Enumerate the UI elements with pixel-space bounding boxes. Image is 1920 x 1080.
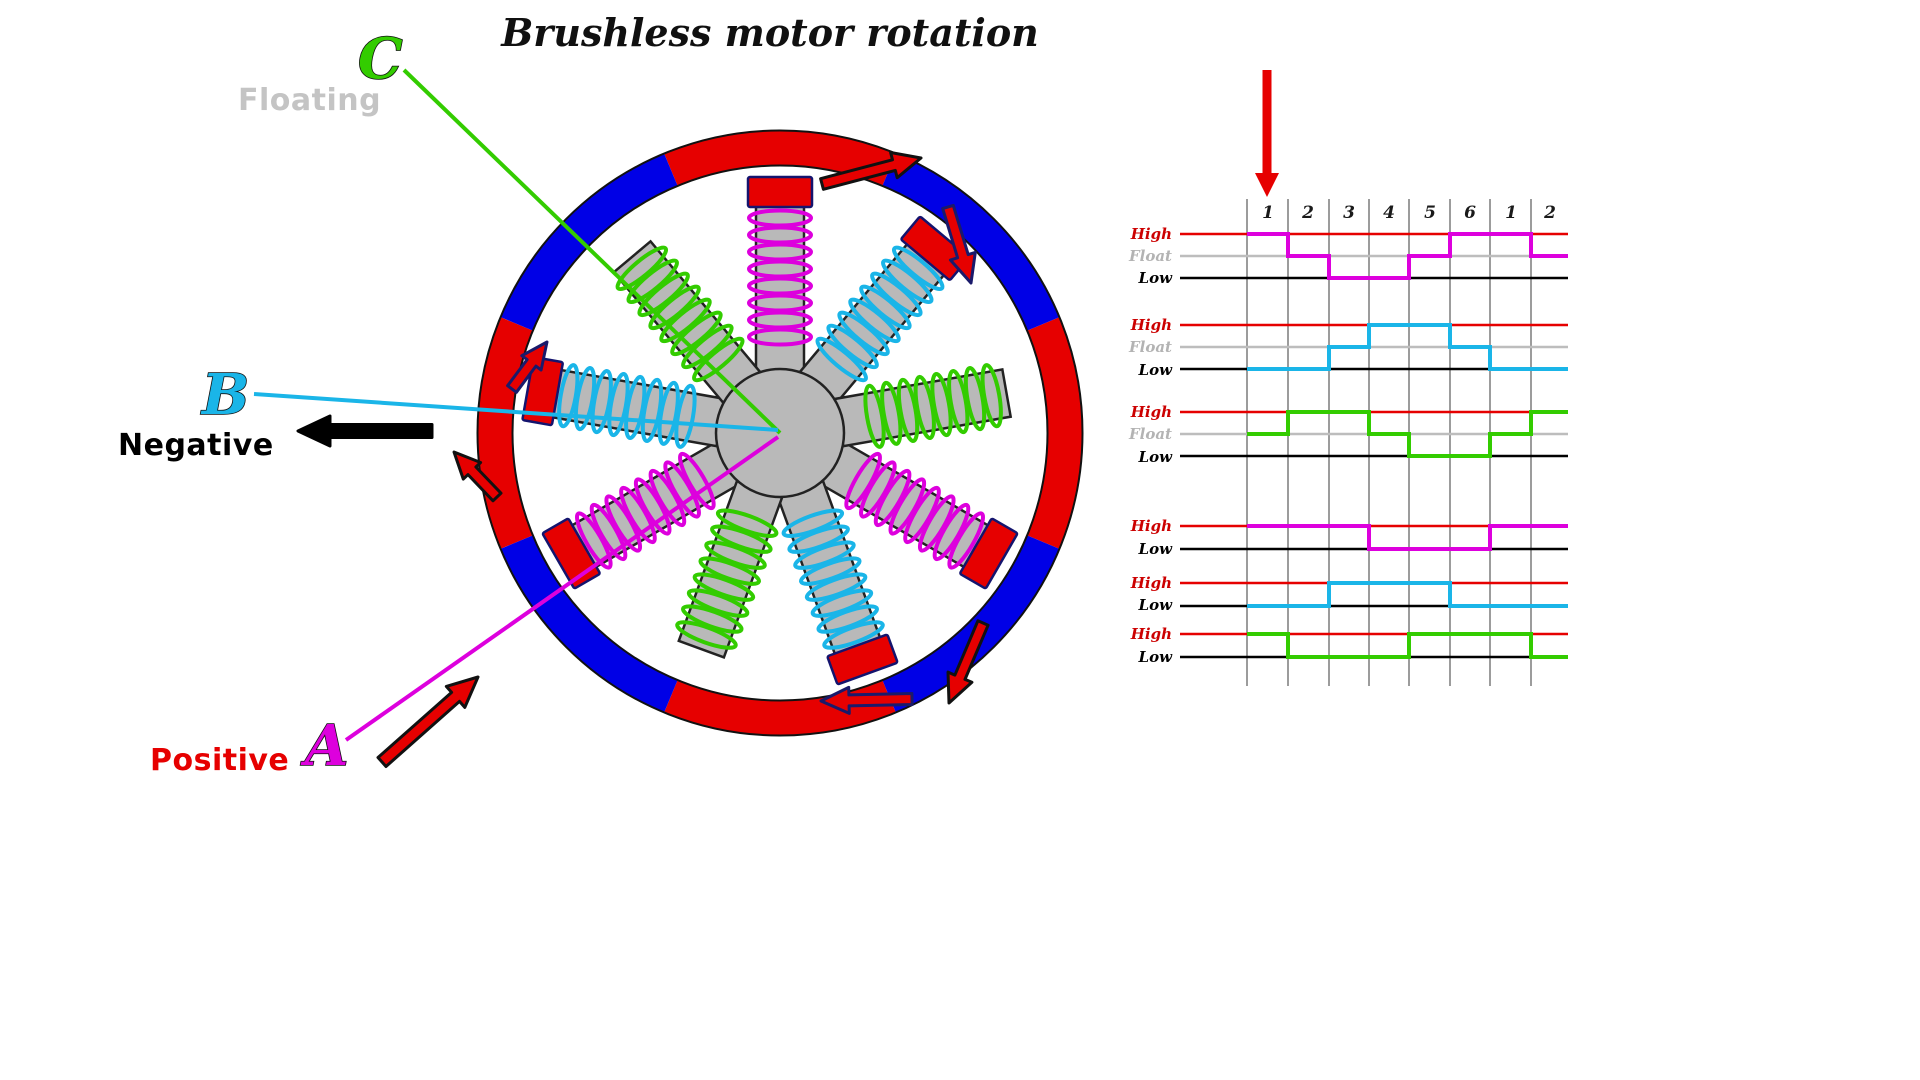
waveform-phase-a: [1247, 232, 1568, 280]
rotor-north-segment-left: [477, 317, 534, 549]
positive-direction-arrow: [376, 675, 480, 768]
waveform-group-hall-c: [1180, 632, 1568, 659]
phase-b-lead-wire: [253, 392, 779, 432]
phase-leads: [253, 68, 782, 742]
waveform-group-phase-c: [1180, 410, 1568, 458]
level-label-float: Float: [1128, 247, 1172, 265]
level-label-low: Low: [1138, 596, 1174, 614]
force-arrow-upper-right: [941, 203, 977, 285]
rotor-outer-outline: [476, 129, 1084, 737]
level-label-float: Float: [1128, 338, 1172, 356]
rotor-north-segment-right: [1026, 317, 1083, 549]
column-header: 2: [1301, 203, 1314, 223]
waveform-group-hall-b: [1180, 581, 1568, 608]
phase-c-label: C: [358, 26, 403, 92]
level-label-high: High: [1130, 225, 1172, 243]
rotation-arrow-lower-left: [452, 450, 503, 503]
rotor-inner-outline: [511, 164, 1049, 702]
waveform-phase-c: [1247, 410, 1568, 458]
column-header: 1: [1262, 203, 1274, 223]
phase-b-state-label: Negative: [118, 428, 274, 463]
waveform-group-hall-a: [1180, 524, 1568, 551]
waveform-hall-b: [1247, 581, 1568, 608]
current-step-indicator-arrow: [1255, 70, 1279, 197]
level-label-high: High: [1130, 403, 1172, 421]
level-label-low: Low: [1138, 448, 1174, 466]
rotor-south-segment-bottom-left: [500, 535, 678, 713]
timing-column-headers: 1 2 3 4 5 6 1 2: [1262, 203, 1556, 223]
coil-phase-a-top: [747, 201, 813, 375]
level-label-high: High: [1130, 517, 1172, 535]
page-title: Brushless motor rotation: [500, 10, 1039, 55]
level-label-high: High: [1130, 316, 1172, 334]
rotor-south-segment-top-left: [500, 153, 678, 331]
level-label-float: Float: [1128, 425, 1172, 443]
timing-level-labels: High Float Low High Float Low High Float…: [1128, 225, 1173, 666]
phase-c-state-label: Floating: [238, 83, 381, 118]
level-label-low: Low: [1138, 540, 1174, 558]
waveform-hall-c: [1247, 632, 1568, 659]
phase-a-label: A: [300, 713, 348, 779]
rotor-north-segment-top: [664, 130, 896, 187]
level-label-low: Low: [1138, 648, 1174, 666]
column-header: 3: [1343, 203, 1355, 223]
level-label-low: Low: [1138, 269, 1174, 287]
level-label-low: Low: [1138, 361, 1174, 379]
level-label-high: High: [1130, 625, 1172, 643]
phase-b-label: B: [200, 362, 249, 428]
phase-a-state-label: Positive: [150, 743, 289, 778]
negative-direction-arrow: [296, 414, 434, 448]
annotation-arrows: [296, 70, 1279, 768]
column-header: 2: [1543, 203, 1556, 223]
force-arrow-left: [506, 340, 549, 394]
rotation-arrow-top: [819, 151, 923, 191]
column-header: 5: [1424, 203, 1436, 223]
waveform-group-phase-a: [1180, 232, 1568, 280]
column-header: 4: [1383, 203, 1395, 223]
pole-cap-a-top: [746, 175, 814, 209]
column-header: 1: [1505, 203, 1517, 223]
phase-c-lead-wire: [402, 68, 782, 435]
waveform-hall-a: [1247, 524, 1568, 551]
rotation-arrow-lower-right: [946, 619, 990, 705]
waveform-group-phase-b: [1180, 323, 1568, 371]
column-header: 6: [1464, 203, 1476, 223]
level-label-high: High: [1130, 574, 1172, 592]
force-arrow-bottom: [819, 685, 914, 715]
waveform-phase-b: [1247, 323, 1568, 371]
phase-a-lead-wire: [344, 435, 780, 742]
rotor-south-segment-top-right: [882, 153, 1060, 331]
timing-waveforms: [1180, 232, 1568, 659]
